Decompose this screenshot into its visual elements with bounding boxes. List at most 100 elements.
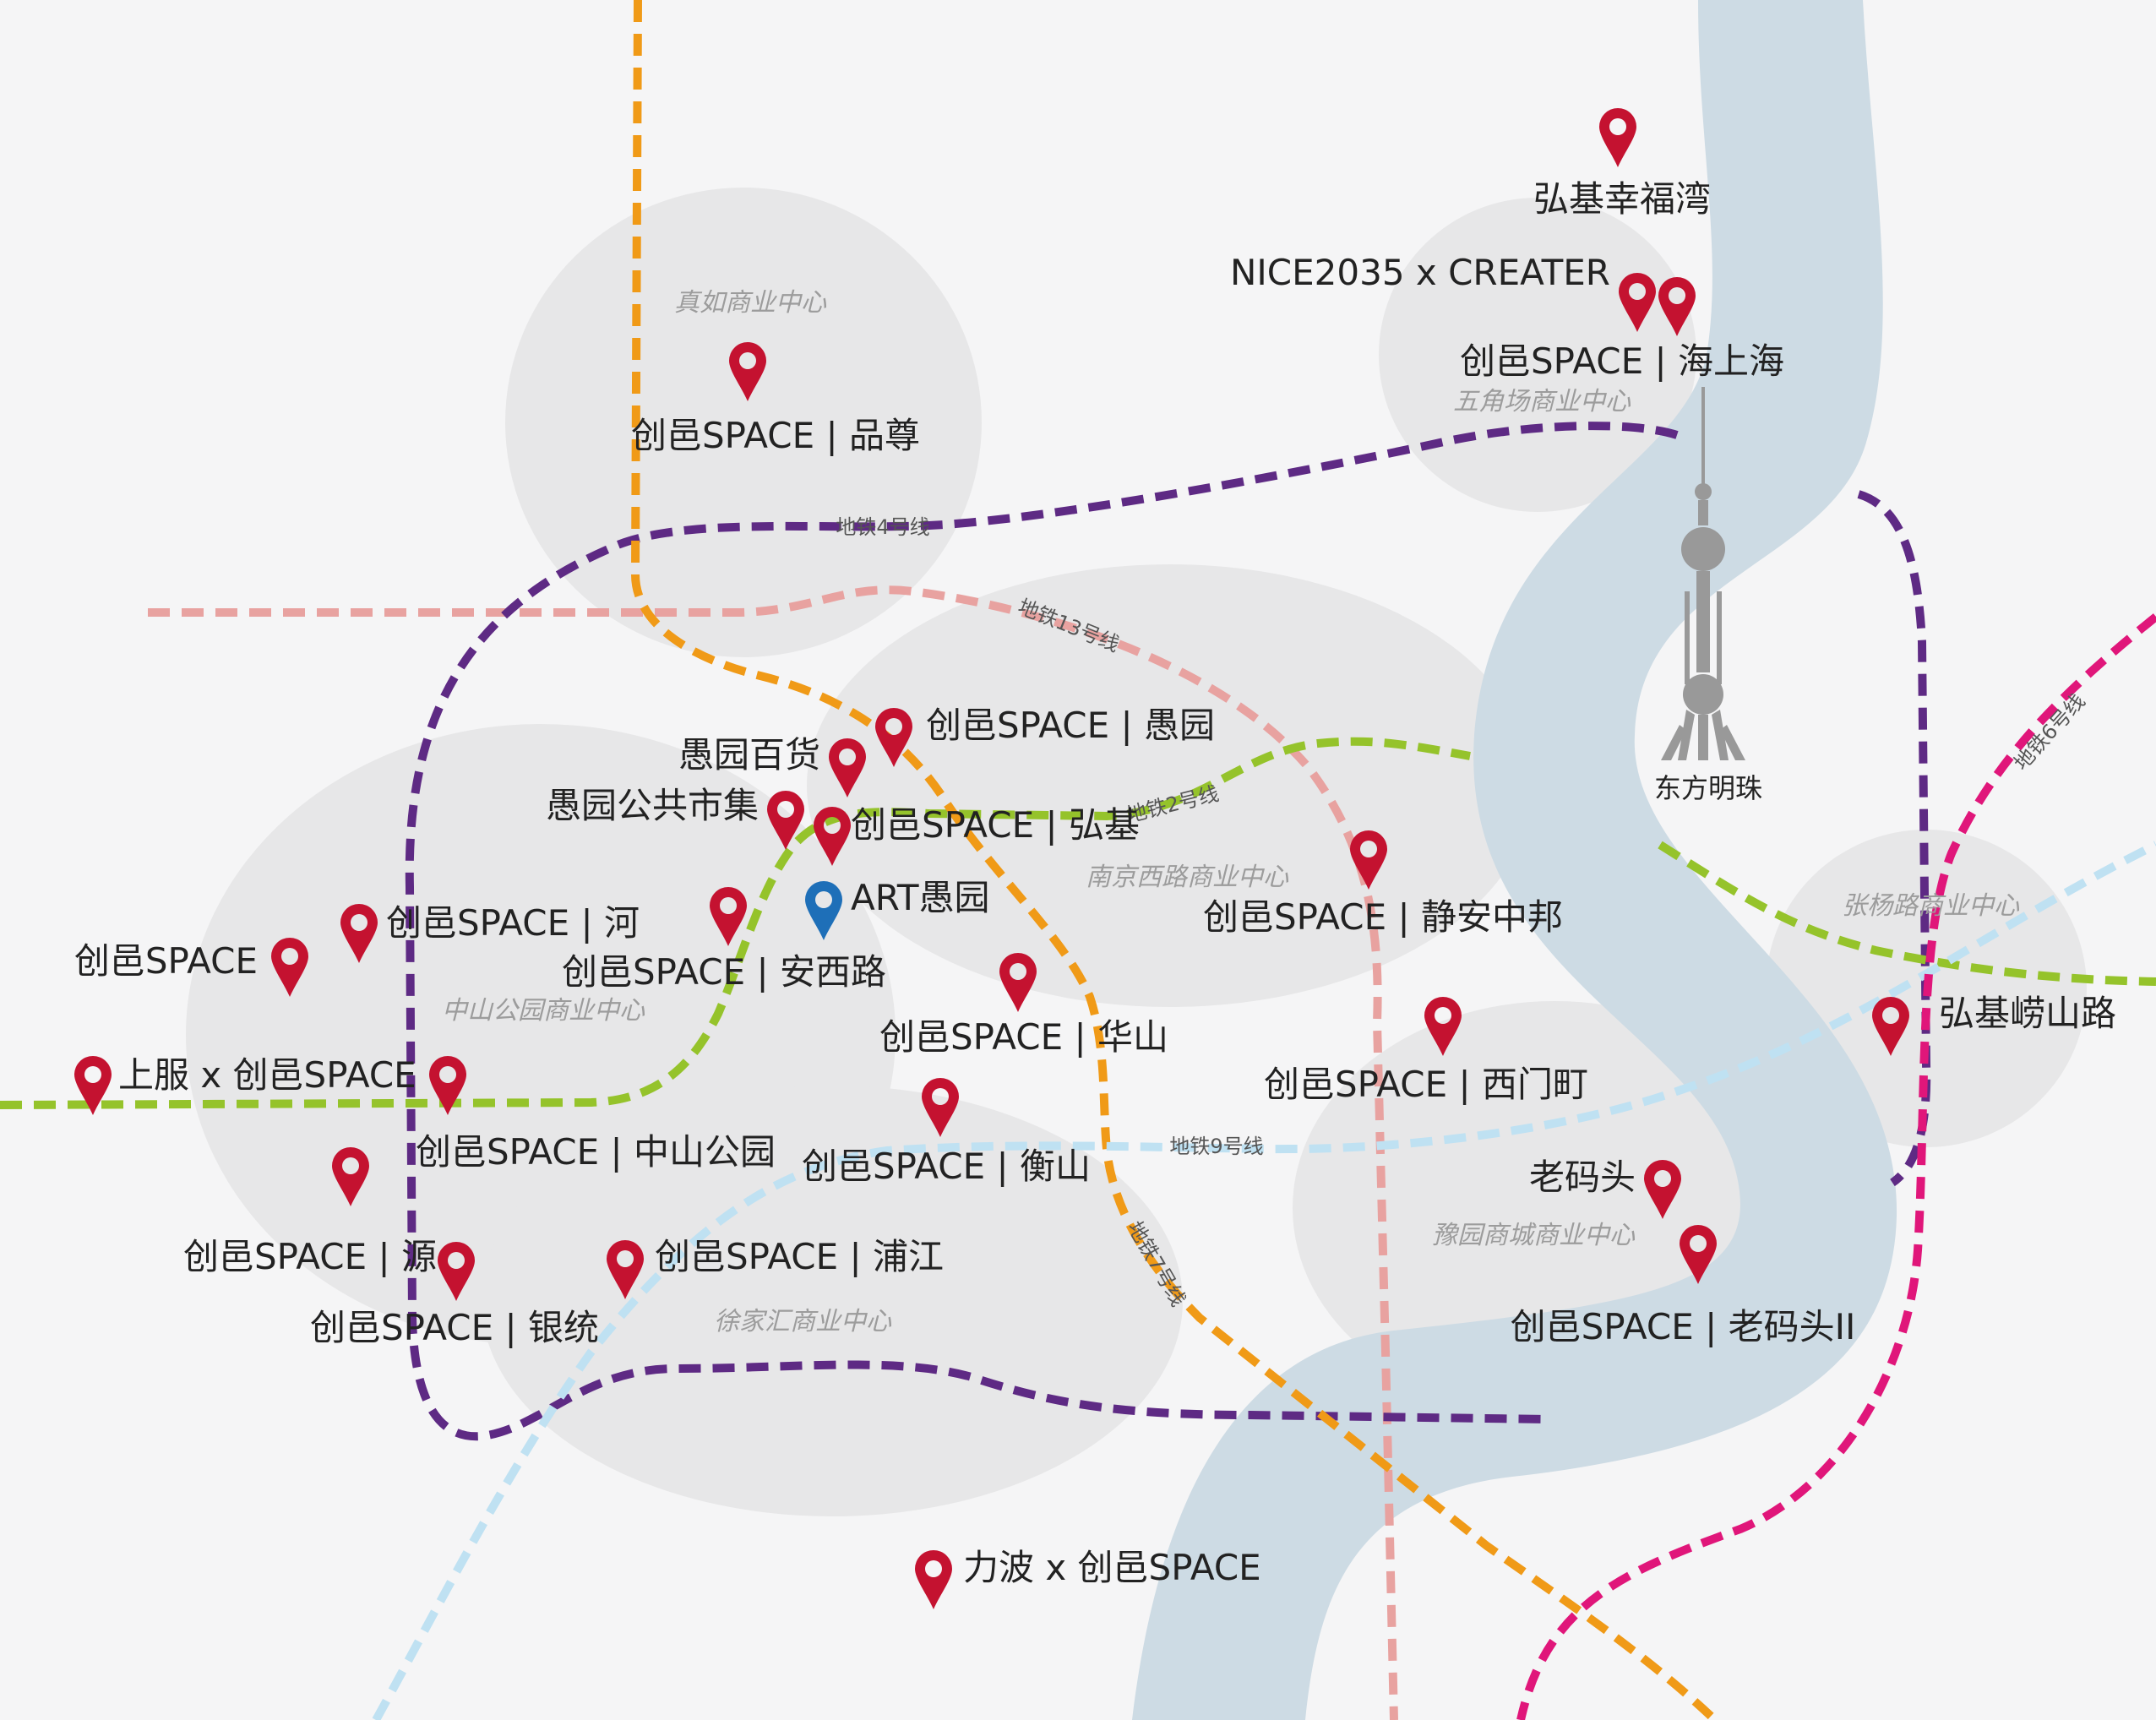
pin-marker-icon — [1350, 830, 1387, 890]
pin-marker-icon — [922, 1078, 959, 1137]
pin-label: 愚园公共市集 — [546, 785, 759, 826]
pin-marker-icon — [340, 904, 378, 963]
pin-marker-icon — [332, 1147, 369, 1206]
pin-pujiang[interactable]: 创邑SPACE | 浦江 — [607, 1236, 944, 1299]
pin-yuyuan-space[interactable]: 创邑SPACE | 愚园 — [875, 705, 1215, 767]
pin-marker-icon — [829, 738, 866, 797]
pin-yuyuan-shiji[interactable]: 愚园公共市集 — [546, 785, 804, 850]
pin-label: 弘基幸福湾 — [1533, 178, 1711, 220]
pin-label: 创邑SPACE | 愚园 — [926, 705, 1215, 746]
metro-line-9 — [372, 841, 2156, 1720]
pin-label: 创邑SPACE | 河 — [386, 902, 640, 944]
pin-haishanghai[interactable]: 创邑SPACE | 海上海 — [1460, 277, 1784, 382]
pin-pinzun[interactable]: 创邑SPACE | 品尊 — [631, 342, 920, 456]
metro-line-7 — [630, 0, 1718, 1720]
pin-label: 创邑SPACE | 老码头II — [1511, 1306, 1856, 1347]
pin-marker-icon — [710, 887, 747, 946]
pin-label: 创邑SPACE | 品尊 — [631, 415, 920, 456]
pin-label: 力波 x 创邑SPACE — [963, 1547, 1261, 1588]
pin-label: 弘基崂山路 — [1939, 993, 2116, 1034]
area-label-zhenru: 真如商业中心 — [674, 288, 827, 318]
area-label-zhangyanglu: 张杨路商业中心 — [1842, 891, 2020, 921]
metro-label-line6: 地铁6号线 — [2009, 689, 2089, 775]
pin-label: 创邑SPACE | 华山 — [879, 1016, 1168, 1058]
pin-marker-icon — [1644, 1160, 1681, 1219]
pin-label: 创邑SPACE | 弘基 — [851, 804, 1140, 846]
pin-huashan[interactable]: 创邑SPACE | 华山 — [879, 953, 1168, 1058]
metro-label-line4: 地铁4号线 — [836, 515, 929, 539]
pin-marker-icon — [607, 1240, 644, 1299]
pin-yintong[interactable]: 创邑SPACE | 银统 — [310, 1242, 599, 1348]
pin-marker-icon — [814, 807, 851, 866]
pin-zhongshangongyuan-space[interactable]: 创邑SPACE | 中山公园 — [416, 1056, 776, 1173]
pin-anxilu[interactable]: 创邑SPACE | 安西路 — [562, 887, 886, 993]
pin-label: 创邑SPACE | 衡山 — [802, 1146, 1091, 1187]
pin-marker-icon — [915, 1550, 952, 1609]
pin-jingan-zhongbang[interactable]: 创邑SPACE | 静安中邦 — [1203, 830, 1563, 938]
pin-marker-icon — [74, 1056, 112, 1115]
pin-marker-icon — [1599, 108, 1636, 167]
pin-label: 创邑SPACE | 安西路 — [562, 951, 886, 993]
pin-marker-icon — [1680, 1225, 1717, 1284]
pin-marker-icon — [875, 708, 912, 767]
metro-label-line9: 地铁9号线 — [1169, 1135, 1263, 1158]
pin-laomatou2[interactable]: 创邑SPACE | 老码头II — [1511, 1225, 1856, 1347]
pin-he[interactable]: 创邑SPACE | 河 — [340, 902, 640, 963]
area-label-zhongshangongyuan: 中山公园商业中心 — [442, 996, 645, 1026]
oriental-pearl-tower-icon — [1661, 387, 1745, 760]
pin-label: 创邑SPACE | 海上海 — [1460, 340, 1784, 382]
pin-ximending[interactable]: 创邑SPACE | 西门町 — [1264, 997, 1588, 1105]
pin-label: 创邑SPACE | 浦江 — [655, 1236, 944, 1277]
pin-label: 创邑SPACE | 中山公园 — [416, 1131, 776, 1173]
area-label-xujiahui: 徐家汇商业中心 — [714, 1307, 892, 1336]
pin-label: 创邑SPACE — [74, 940, 258, 982]
pin-laomatou[interactable]: 老码头 — [1529, 1157, 1681, 1219]
landmark-label: 东方明珠 — [1654, 772, 1762, 804]
pin-label: 上服 x 创邑SPACE — [118, 1054, 416, 1096]
huangpu-river — [1132, 0, 1897, 1720]
pin-nice2035[interactable]: NICE2035 x CREATER — [1230, 252, 1656, 332]
area-circle-xujiahui — [482, 1086, 1183, 1516]
metro-line-2 — [0, 737, 2156, 1109]
area-labels: 真如商业中心 五角场商业中心 南京西路商业中心 中山公园商业中心 徐家汇商业中心… — [442, 288, 2020, 1336]
metro-line-6 — [1516, 613, 2156, 1720]
area-label-nanjingxilu: 南京西路商业中心 — [1086, 863, 1289, 892]
metro-line-13 — [148, 585, 1398, 1720]
pin-hengshan[interactable]: 创邑SPACE | 衡山 — [802, 1078, 1091, 1187]
pin-space[interactable]: 创邑SPACE — [74, 938, 308, 997]
pin-label: NICE2035 x CREATER — [1230, 252, 1610, 293]
pin-layer: 弘基幸福湾 NICE2035 x CREATER 创邑SPACE | 海上海 创… — [74, 108, 2116, 1609]
pin-marker-icon — [767, 791, 804, 850]
pin-hongji-xingfuwan[interactable]: 弘基幸福湾 — [1533, 108, 1711, 220]
pin-marker-icon — [271, 938, 308, 997]
area-label-wujiaochang: 五角场商业中心 — [1453, 387, 1631, 416]
pin-marker-icon — [1619, 273, 1656, 332]
pin-yuyuan-baihuo[interactable]: 愚园百货 — [678, 734, 866, 797]
pin-yuan[interactable]: 创邑SPACE | 源 — [183, 1147, 437, 1277]
pin-label: 创邑SPACE | 静安中邦 — [1203, 896, 1563, 938]
metro-line-4 — [405, 422, 1931, 1441]
pin-label: 创邑SPACE | 西门町 — [1264, 1064, 1588, 1105]
pin-marker-icon — [1872, 997, 1909, 1056]
pin-marker-icon — [429, 1056, 466, 1115]
pin-hongji-laoshanlu[interactable]: 弘基崂山路 — [1872, 993, 2116, 1056]
pin-label: 老码头 — [1529, 1157, 1636, 1198]
pin-label: 创邑SPACE | 源 — [183, 1236, 437, 1277]
pin-label: 愚园百货 — [678, 734, 820, 776]
area-circle-nanjingxilu — [807, 564, 1533, 1007]
pin-label: ART愚园 — [851, 877, 990, 918]
pin-marker-icon — [729, 342, 766, 401]
pin-marker-icon — [1424, 997, 1462, 1056]
pin-art-yuyuan[interactable]: ART愚园 — [805, 877, 990, 940]
pin-hongji[interactable]: 创邑SPACE | 弘基 — [814, 804, 1140, 866]
pin-marker-icon — [999, 953, 1037, 1012]
pin-label: 创邑SPACE | 银统 — [310, 1307, 599, 1348]
pin-marker-icon — [438, 1242, 475, 1301]
pin-marker-icon — [1658, 277, 1696, 336]
pin-libo[interactable]: 力波 x 创邑SPACE — [915, 1547, 1261, 1609]
area-label-yuyuan: 豫园商城商业中心 — [1432, 1221, 1636, 1250]
pin-shangfu[interactable]: 上服 x 创邑SPACE — [74, 1054, 416, 1115]
